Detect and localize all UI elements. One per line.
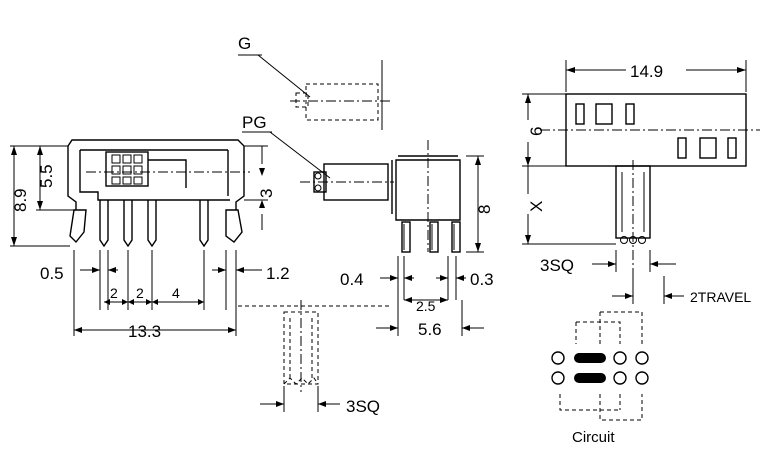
dim-x: X [527,201,546,212]
g-actuator-view: G [238,34,392,130]
shaft-view: 3SQ [238,300,390,416]
dim-14-9: 14.9 [630,62,663,81]
dim-2-a: 2 [110,285,118,301]
circuit-diagram: Circuit [551,311,649,446]
dim-2-b: 2 [136,285,144,301]
dim-0-4: 0.4 [340,270,364,289]
dim-3: 3 [257,189,276,198]
dim-3sq-right: 3SQ [540,256,574,275]
dim-8: 8 [475,205,494,214]
dim-2-5: 2.5 [416,298,436,314]
dim-2travel: 2TRAVEL [690,289,751,305]
dim-8-9: 8.9 [11,188,30,212]
pg-actuator-view: PG [242,113,394,201]
label-pg: PG [242,113,267,132]
dim-6: 6 [527,127,546,136]
dim-5-5: 5.5 [37,164,56,188]
dim-13-3: 13.3 [128,322,161,341]
dim-0-3: 0.3 [470,270,494,289]
circuit-label: Circuit [572,429,615,446]
dim-1-2: 1.2 [266,264,290,283]
dim-4: 4 [172,285,180,301]
dim-5-6: 5.6 [418,320,442,339]
dim-0-5: 0.5 [40,264,64,283]
side-view: 8 0.4 0.3 2.5 5.6 [340,140,494,339]
front-view: 8.9 5.5 3 0.5 1.2 [10,139,290,341]
top-view: 14.9 6 X [522,60,760,305]
dim-3sq-bottom: 3SQ [346,397,380,416]
label-g: G [238,34,251,53]
